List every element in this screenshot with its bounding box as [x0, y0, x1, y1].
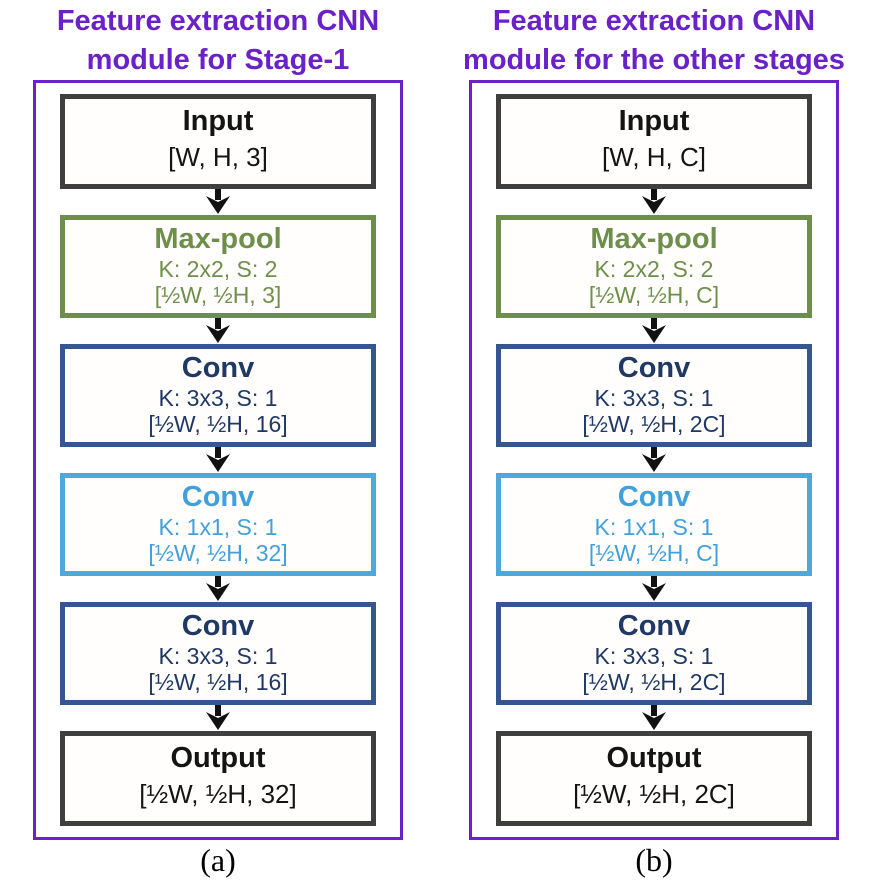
column-other-stages: Feature extraction CNN module for the ot… — [436, 0, 872, 878]
arrow-down-icon — [36, 576, 400, 602]
block-title: Max-pool — [154, 223, 282, 255]
block-spec-line: [W, H, 3] — [168, 142, 268, 172]
block-title: Conv — [617, 352, 691, 384]
block-input: Input [W, H, C] — [496, 94, 812, 189]
arrow-down-icon — [36, 705, 400, 731]
arrow-down-icon — [472, 318, 836, 344]
block-conv-3x3: Conv K: 3x3, S: 1 [½W, ½H, 2C] — [496, 344, 812, 447]
block-conv-3x3: Conv K: 3x3, S: 1 [½W, ½H, 16] — [60, 602, 376, 705]
block-title: Conv — [181, 352, 255, 384]
block-title: Conv — [181, 481, 255, 513]
arrow-down-icon — [36, 447, 400, 473]
column-title-line2: module for the other stages — [463, 44, 845, 76]
block-spec-line: [½W, ½H, 16] — [148, 669, 288, 695]
block-maxpool: Max-pool K: 2x2, S: 2 [½W, ½H, 3] — [60, 215, 376, 318]
arrow-down-icon — [36, 318, 400, 344]
column-title-line1: Feature extraction CNN — [56, 5, 380, 37]
block-spec-line: [½W, ½H, 32] — [139, 779, 297, 809]
block-title: Input — [618, 105, 690, 137]
arrow-down-icon — [472, 705, 836, 731]
arrow-down-icon — [472, 189, 836, 215]
figure-caption-b: (b) — [635, 842, 673, 878]
block-spec-line: K: 1x1, S: 1 — [158, 514, 278, 540]
block-conv-1x1: Conv K: 1x1, S: 1 [½W, ½H, 32] — [60, 473, 376, 576]
block-output: Output [½W, ½H, 2C] — [496, 731, 812, 826]
block-output: Output [½W, ½H, 32] — [60, 731, 376, 826]
block-title: Input — [182, 105, 254, 137]
block-spec-line: K: 2x2, S: 2 — [158, 256, 278, 282]
block-spec-line: K: 1x1, S: 1 — [594, 514, 714, 540]
arrow-down-icon — [472, 447, 836, 473]
block-title: Conv — [617, 481, 691, 513]
block-spec-line: [½W, ½H, 2C] — [582, 669, 726, 695]
block-spec-line: K: 3x3, S: 1 — [594, 643, 714, 669]
block-spec-line: [½W, ½H, 2C] — [573, 779, 735, 809]
block-conv-1x1: Conv K: 1x1, S: 1 [½W, ½H, C] — [496, 473, 812, 576]
block-spec-line: K: 2x2, S: 2 — [594, 256, 714, 282]
block-title: Max-pool — [590, 223, 718, 255]
block-maxpool: Max-pool K: 2x2, S: 2 [½W, ½H, C] — [496, 215, 812, 318]
column-title-line2: module for Stage-1 — [86, 44, 350, 76]
arrow-down-icon — [36, 189, 400, 215]
block-spec-line: K: 3x3, S: 1 — [594, 385, 714, 411]
column-stage1: Feature extraction CNN module for Stage-… — [0, 0, 436, 878]
block-title: Conv — [181, 610, 255, 642]
block-spec-line: [½W, ½H, 2C] — [582, 411, 726, 437]
block-spec-line: [½W, ½H, 32] — [148, 540, 288, 566]
block-conv-3x3: Conv K: 3x3, S: 1 [½W, ½H, 2C] — [496, 602, 812, 705]
block-spec-line: [½W, ½H, 3] — [154, 282, 282, 308]
block-input: Input [W, H, 3] — [60, 94, 376, 189]
arrow-down-icon — [472, 576, 836, 602]
block-spec-line: [½W, ½H, C] — [588, 282, 720, 308]
block-title: Conv — [617, 610, 691, 642]
block-spec-line: [½W, ½H, C] — [588, 540, 720, 566]
column-title: Feature extraction CNN module for the ot… — [463, 0, 845, 80]
figure-caption-a: (a) — [200, 842, 236, 878]
block-spec-line: K: 3x3, S: 1 — [158, 643, 278, 669]
block-title: Output — [606, 742, 702, 774]
module-panel: Input [W, H, 3] Max-pool K: 2x2, S: 2 [½… — [33, 80, 403, 840]
block-conv-3x3: Conv K: 3x3, S: 1 [½W, ½H, 16] — [60, 344, 376, 447]
block-spec-line: K: 3x3, S: 1 — [158, 385, 278, 411]
column-title-line1: Feature extraction CNN — [492, 5, 816, 37]
block-spec-line: [W, H, C] — [602, 142, 706, 172]
module-panel: Input [W, H, C] Max-pool K: 2x2, S: 2 [½… — [469, 80, 839, 840]
column-title: Feature extraction CNN module for Stage-… — [57, 0, 379, 80]
block-spec-line: [½W, ½H, 16] — [148, 411, 288, 437]
block-title: Output — [170, 742, 266, 774]
